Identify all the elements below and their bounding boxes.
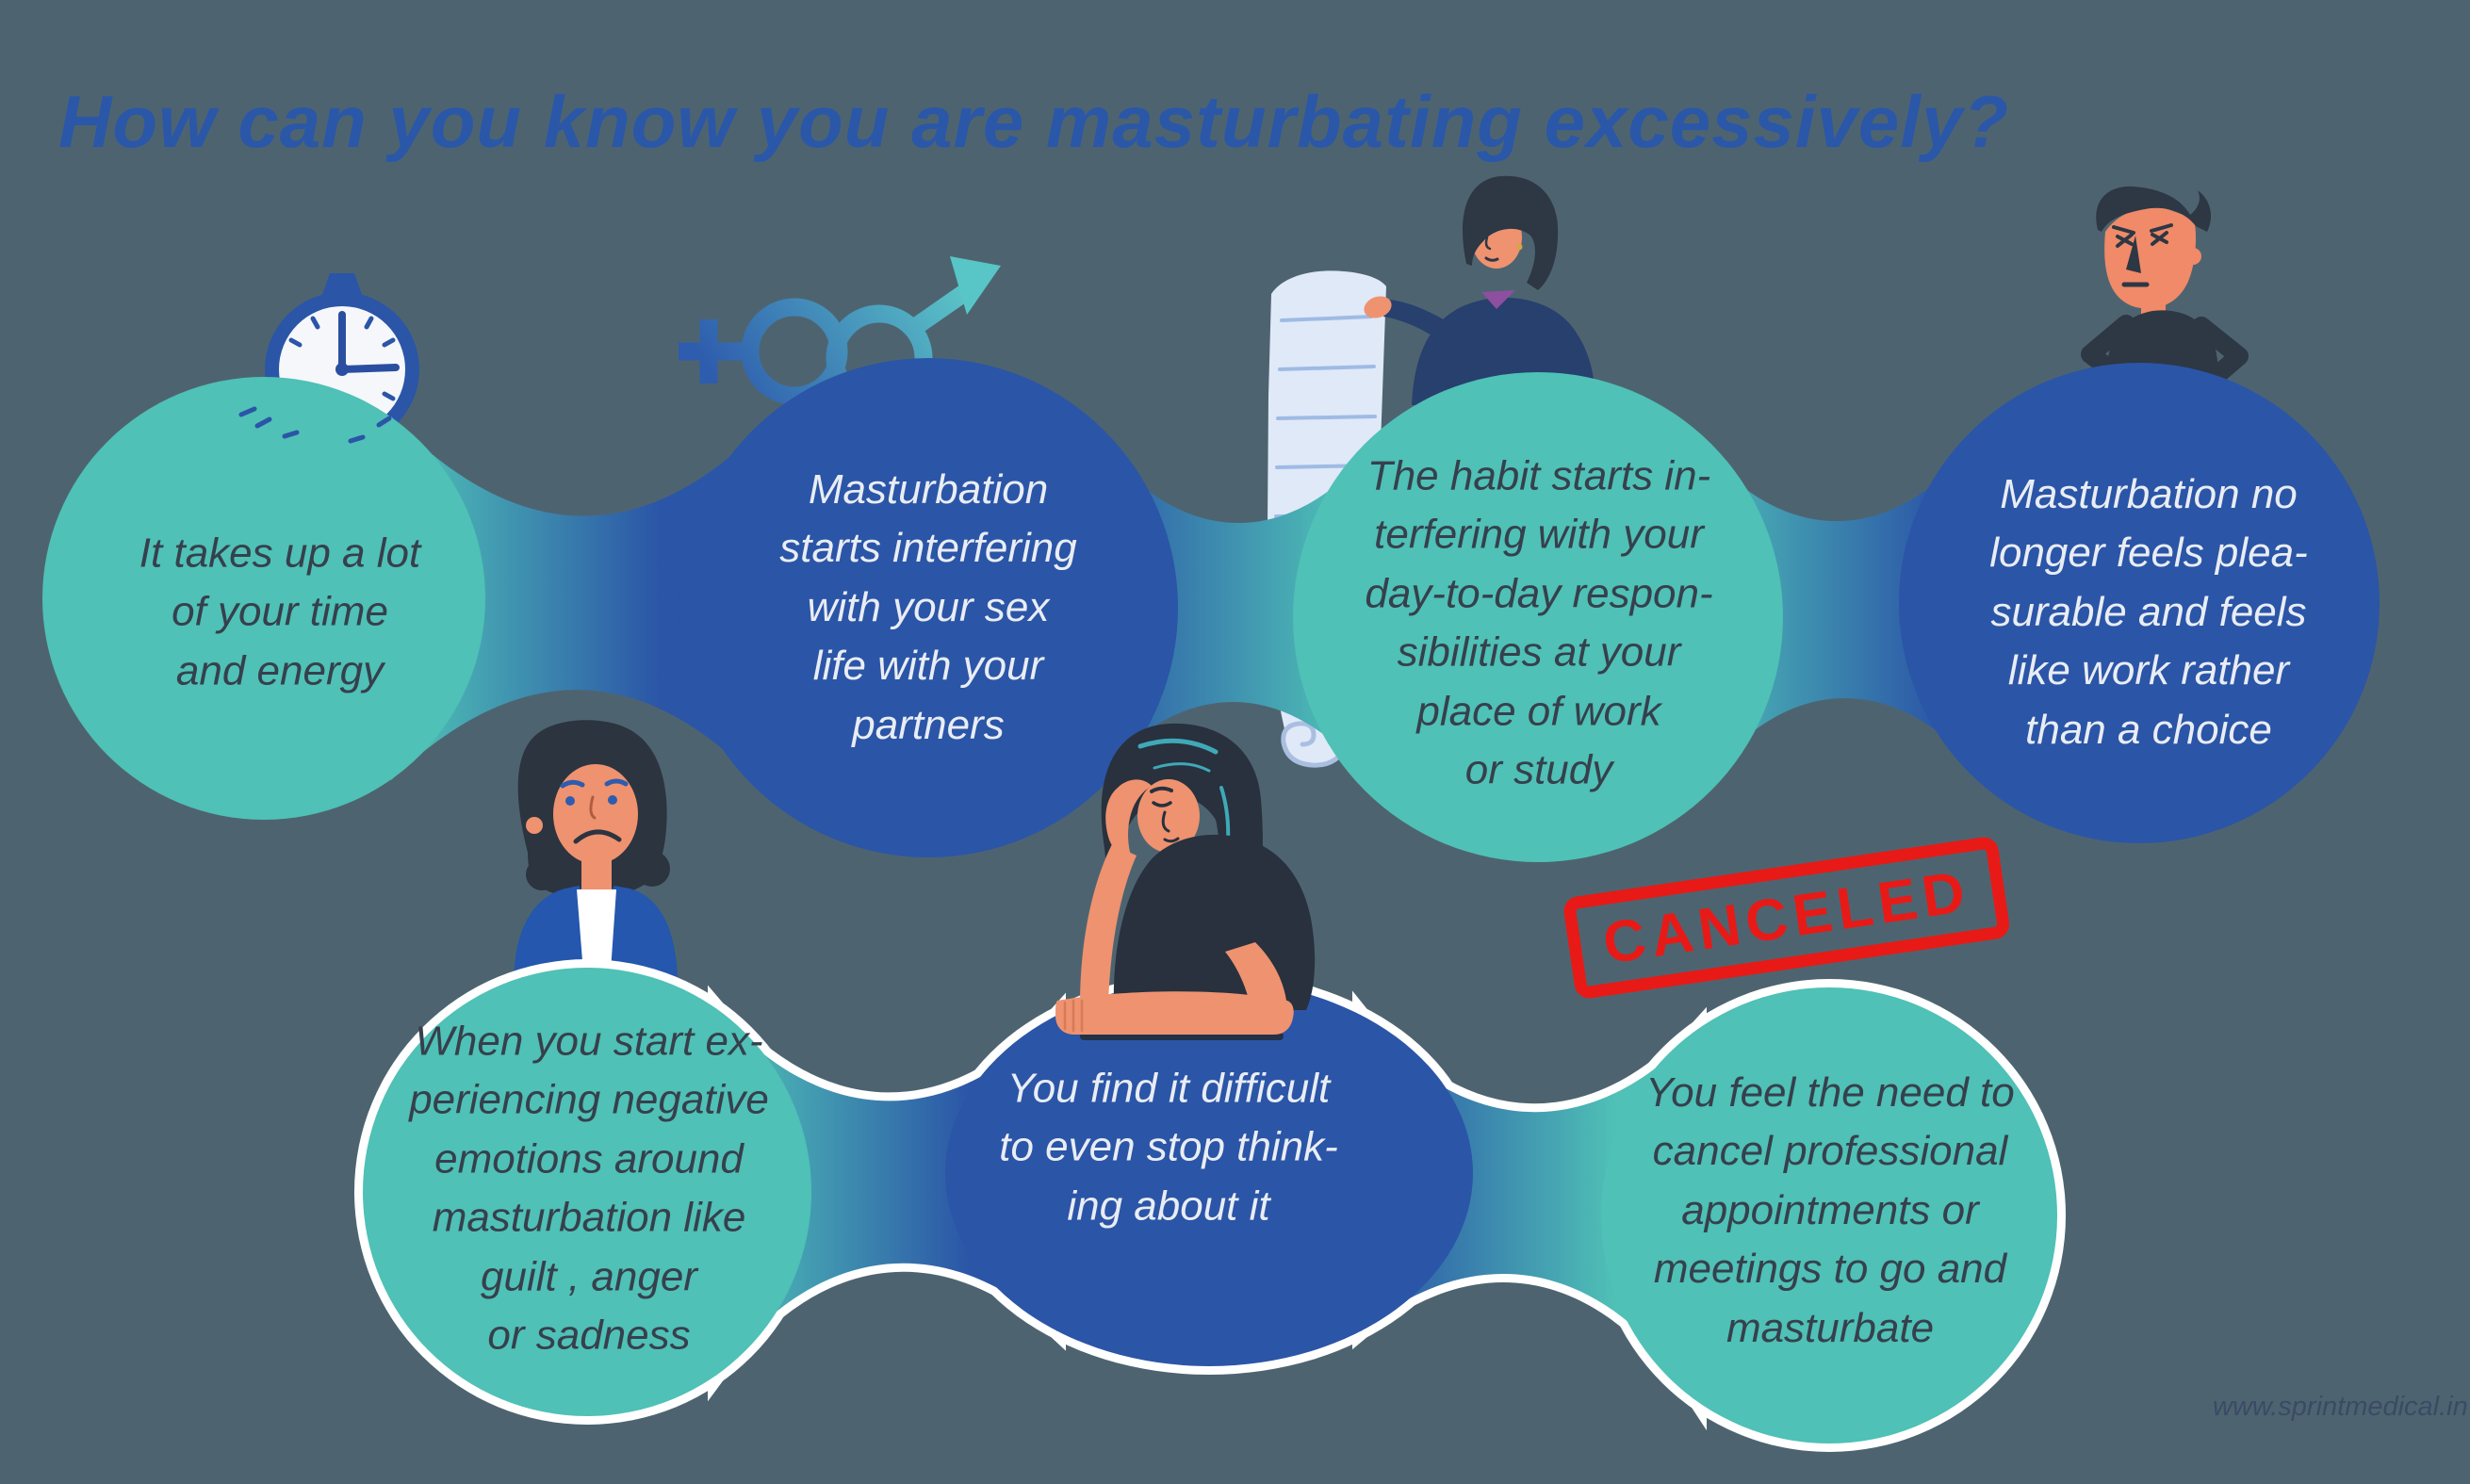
bubble-2-text: Masturbation starts interfering with you… <box>779 465 1077 748</box>
bubble-4-shape <box>1899 363 2380 843</box>
stressed-person-fingers <box>1063 999 1084 1033</box>
paper-curl <box>1281 721 1350 768</box>
bubble-6-text: You find it difficult to even stop think… <box>999 1065 1338 1230</box>
worried-woman-illustration <box>514 720 678 985</box>
worried-woman-ear <box>526 817 543 834</box>
bubble-3-text: The habit starts in- terfering with your… <box>1365 452 1713 793</box>
angry-man-illustration <box>2081 186 2249 388</box>
man-torso <box>2106 310 2220 379</box>
connector-1-2 <box>391 403 785 812</box>
bubble-2-shape <box>679 358 1178 857</box>
stressed-person-illustration <box>1055 723 1316 1040</box>
page-title: How can you know you are masturbating ex… <box>58 80 2010 163</box>
woman-collar <box>1481 290 1515 309</box>
man-nose <box>2126 236 2141 273</box>
bubble-7-shape <box>1601 987 2057 1443</box>
stressed-person-shirt <box>1113 834 1316 1010</box>
worried-woman-face <box>553 764 638 864</box>
clock-hub <box>335 363 349 376</box>
male-symbol-arrowhead <box>950 256 1001 315</box>
woman-earring <box>1515 243 1523 251</box>
bubble-5-shape <box>363 968 811 1416</box>
bubble-1-text: It takes up a lot of your time and energ… <box>139 530 421 694</box>
watermark-url: www.sprintmedical.in <box>2213 1392 2468 1422</box>
man-right-arm <box>2192 317 2249 388</box>
bubble-6-shape <box>945 980 1473 1366</box>
woman-hand <box>1364 296 1392 318</box>
man-ear <box>2184 248 2201 265</box>
man-face <box>2104 207 2197 309</box>
woman-hair <box>1463 175 1559 290</box>
man-hair <box>2096 186 2212 232</box>
bubble-3-shape <box>1293 372 1783 862</box>
stressed-person-raised-arm <box>1080 844 1137 1004</box>
clock-speed-dashes <box>238 406 392 444</box>
man-angry-eyes <box>2112 223 2173 248</box>
bubble-1-shape <box>42 377 485 820</box>
clock-hour-hand <box>338 364 400 373</box>
bottom-row-blob-chain <box>363 968 2057 1443</box>
bubble-4-text: Masturbation no longer feels plea- surab… <box>1989 470 2308 753</box>
bubble-5-text: When you start ex- periencing negative e… <box>409 1018 769 1359</box>
stressed-person-hand-on-forehead <box>1105 779 1152 856</box>
bubble-7-text: You feel the need to cancel professional… <box>1645 1068 2015 1351</box>
stressed-person-face <box>1137 779 1200 853</box>
male-symbol-shaft <box>903 281 976 339</box>
top-row-blob-chain <box>42 358 2380 862</box>
stressed-person-face-features <box>1150 786 1180 843</box>
worried-woman-face-features <box>560 778 629 844</box>
woman-face-features <box>1476 220 1499 262</box>
worried-woman-neck <box>581 859 612 895</box>
stressed-person-forearm <box>1055 991 1294 1035</box>
